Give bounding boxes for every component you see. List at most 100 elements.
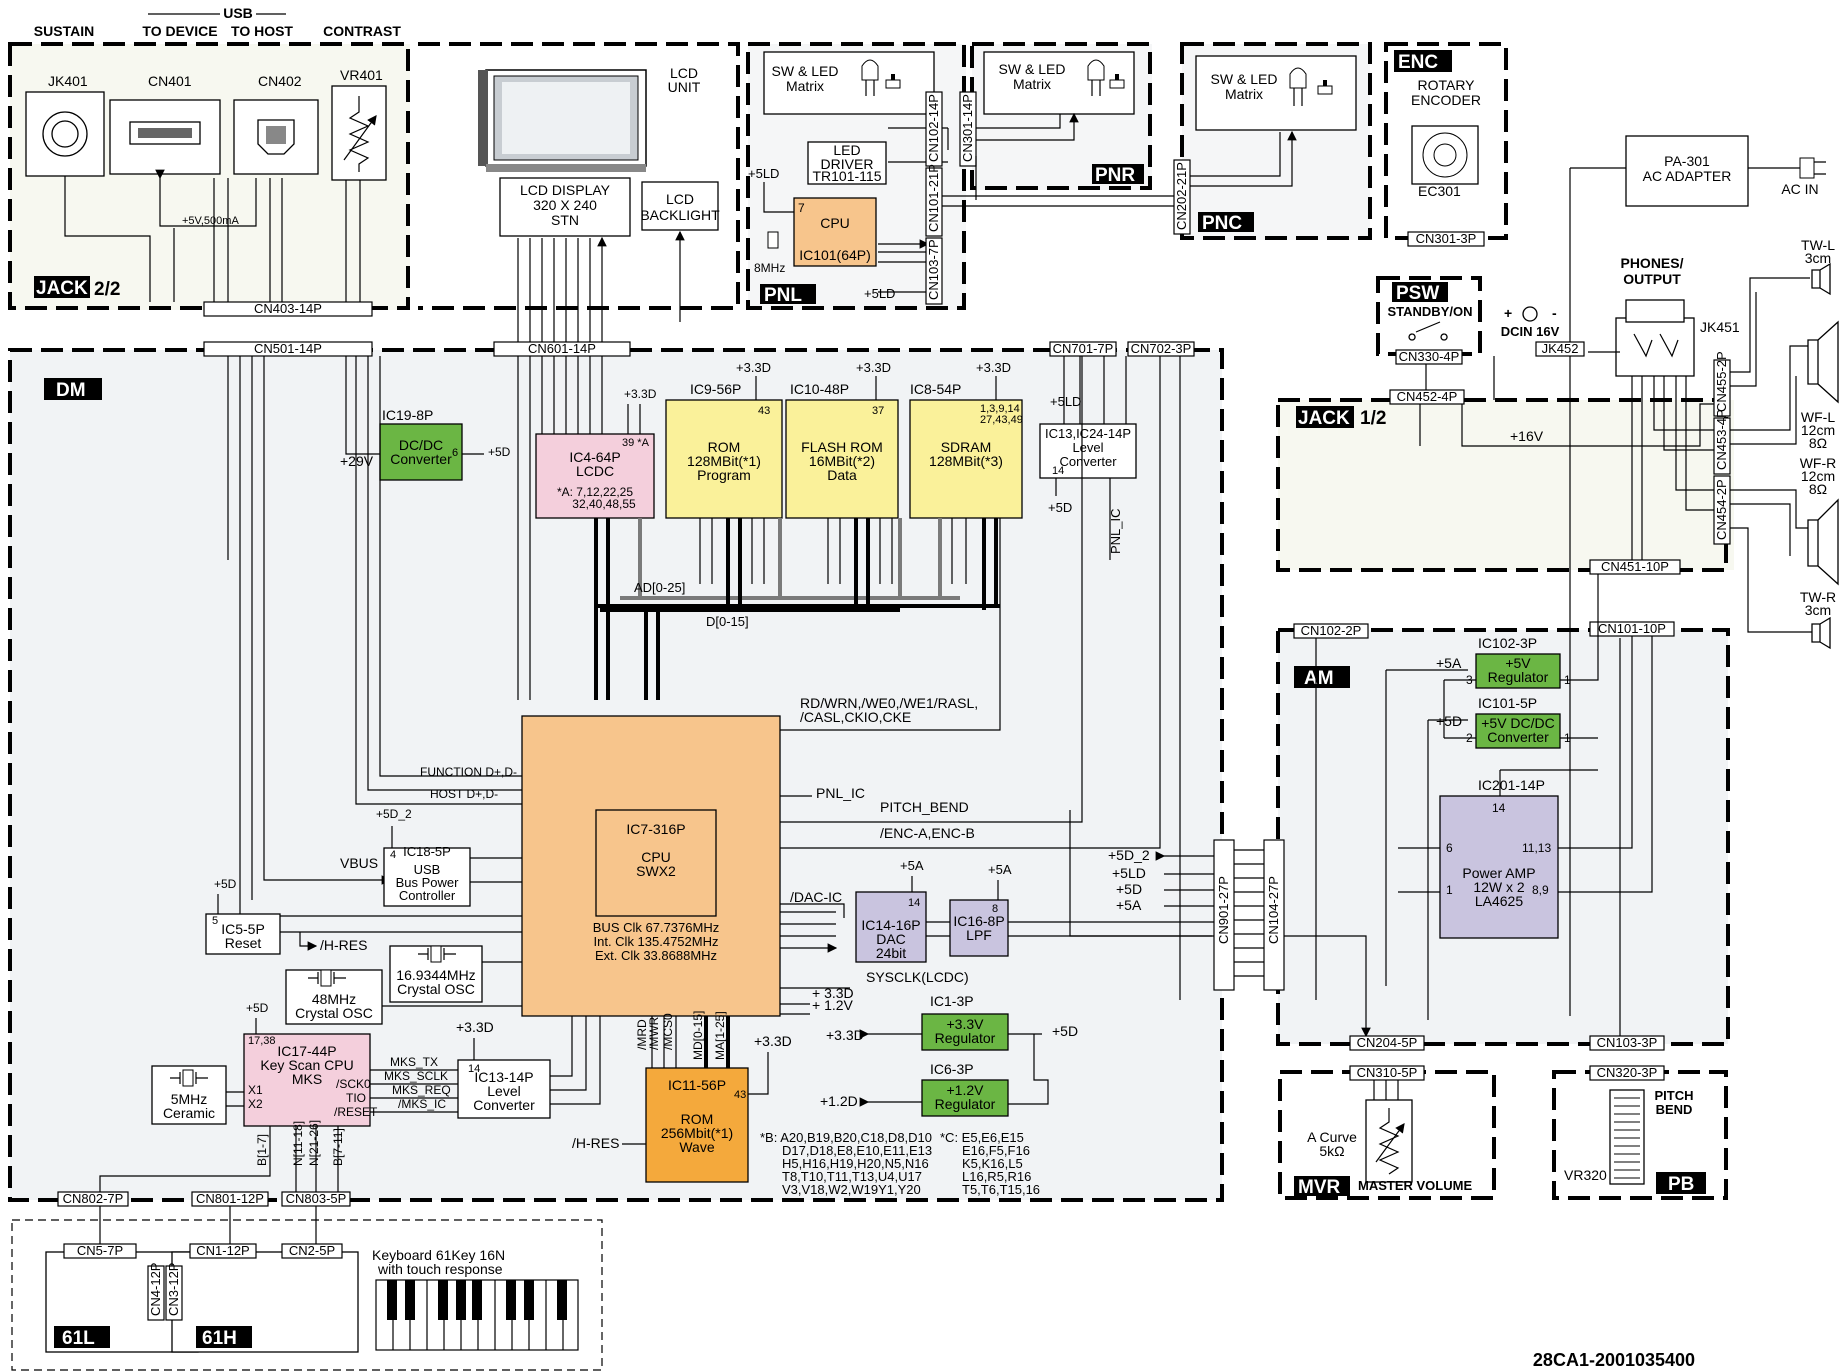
ic13a-p5ld: +5LD: [1050, 394, 1081, 409]
ic17-keyscan-box: [243, 1033, 371, 1127]
ic13-level-box: [457, 1059, 551, 1119]
ic5-reset-box: [205, 913, 281, 955]
enc-ec-label: EC301: [1418, 183, 1461, 199]
phones-label: PHONES/: [1620, 255, 1683, 271]
mks-req-label: MKS_REQ: [392, 1083, 451, 1097]
pb-tag-text: PB: [1668, 1174, 1694, 1195]
osc2-box: [285, 969, 383, 1025]
jack22-tag: [34, 276, 90, 298]
host-dp-label: HOST D+,D-: [430, 787, 498, 801]
cn802-label: CN802-7P: [63, 1191, 124, 1206]
enc-tag: [1394, 50, 1452, 72]
cn2-connector: [281, 1243, 343, 1259]
am-cn102-connector: [1293, 623, 1369, 639]
cn3-label: CN3-12P: [166, 1263, 181, 1316]
ic4-noteA: *A: 7,12,22,25: [557, 485, 633, 499]
cn101-connector: [925, 167, 943, 237]
backlight-label: LCD: [666, 191, 694, 207]
ic10-label: IC10-48P: [790, 381, 849, 397]
switch-icon: [1408, 321, 1448, 341]
ic11-hres: /H-RES: [572, 1135, 619, 1151]
ic10-flash-box: [785, 399, 899, 519]
pnl-pin7: 7: [798, 201, 805, 215]
cn501-connector: [203, 341, 373, 357]
to-host-label: TO HOST: [231, 23, 293, 39]
ic102-p5a: +5A: [1436, 655, 1462, 671]
cn103-label: CN103-7P: [926, 239, 941, 300]
jack22-sub: 2/2: [94, 279, 120, 300]
cn402-label: CN402: [258, 73, 302, 89]
dc-jack-icon: [1522, 306, 1538, 322]
lcd-display-label: LCD DISPLAY: [520, 182, 611, 198]
ic17-name2: MKS: [292, 1071, 322, 1087]
cn101-label: CN101-21P: [926, 164, 941, 232]
ic10-pin: 37: [872, 405, 884, 417]
ic5-p5d: +5D: [214, 877, 237, 891]
enc-tag-text: ENC: [1398, 52, 1438, 73]
cn403-connector: [203, 301, 373, 317]
n1118-label: N[11-18]: [291, 1121, 305, 1166]
jack12-tag: [1296, 406, 1354, 428]
cn2-label: CN2-5P: [289, 1243, 335, 1258]
note-b-line5: V3,V18,W2,W19Y1,Y20: [782, 1182, 921, 1197]
ic16-pin: 8: [992, 903, 998, 915]
ic7-label: IC7-316P: [626, 821, 685, 837]
rail-5d: +5D: [1116, 881, 1142, 897]
ic1-name2: Regulator: [935, 1030, 996, 1046]
mvr-cn310-connector: [1349, 1065, 1425, 1081]
ic7-int-clk: Int. Clk 135.4752MHz: [593, 934, 718, 949]
ic9-desc: Program: [697, 467, 751, 483]
potentiometer-icon: [348, 96, 370, 172]
mvr-ohm: 5kΩ: [1319, 1143, 1344, 1159]
ic11-label: IC11-56P: [668, 1077, 726, 1093]
pnl-cpu-label: CPU: [820, 215, 850, 231]
ic1-name: +3.3V: [947, 1016, 985, 1032]
ic201-name: Power AMP: [1462, 865, 1535, 881]
ic1-label: IC1-3P: [930, 993, 974, 1009]
address-bus: [620, 518, 960, 600]
pnl-tag: [760, 284, 816, 304]
ac-in-label: AC IN: [1781, 181, 1818, 197]
ic16-lpf-box: [949, 899, 1009, 957]
jk401-label: JK401: [48, 73, 88, 89]
sysclk-label: SYSCLK(LCDC): [866, 969, 969, 985]
rd-line-label: RD/WRN,/WE0,/WE1/RASL,: [800, 695, 978, 711]
to-device-label: TO DEVICE: [142, 23, 217, 39]
cn401-label: CN401: [148, 73, 192, 89]
ic8-size: 128MBit(*3): [929, 453, 1003, 469]
am-tag-text: AM: [1304, 668, 1334, 689]
osc2-name: Crystal OSC: [295, 1005, 373, 1021]
ic17-pin: 17,38: [248, 1035, 276, 1047]
cn102-label: CN102-14P: [926, 94, 941, 162]
jack12-border: [1276, 398, 1728, 572]
twr-size: 3cm: [1805, 602, 1831, 618]
b17-label: B[1-7]: [255, 1134, 269, 1166]
ic6-regulator-box: [921, 1079, 1009, 1117]
pb-cn320-connector: [1589, 1065, 1665, 1081]
ic4-name: LCDC: [576, 463, 614, 479]
mks-tx-label: MKS_TX: [390, 1055, 438, 1069]
cn4-connector: [147, 1265, 165, 1321]
jack22-tag-text: JACK: [36, 278, 88, 299]
cn701-connector: [1049, 341, 1117, 357]
ic18-name: USB: [414, 862, 441, 877]
ic102-regulator: [1475, 653, 1561, 689]
usb-power-label: +5V,500mA: [182, 215, 239, 227]
mvr-curve: A Curve: [1307, 1129, 1357, 1145]
pnl-swled-matrix: [763, 51, 935, 115]
phones-label2: OUTPUT: [1623, 271, 1681, 287]
jack12-p16: +16V: [1510, 428, 1544, 444]
ceramic-freq: 5MHz: [171, 1091, 208, 1107]
ic19-name: DC/DC: [399, 437, 443, 453]
cn330-label: CN330-4P: [1399, 349, 1460, 364]
ac-adapter-box: [1625, 135, 1749, 207]
twl-size: 3cm: [1805, 250, 1831, 266]
ic1-p5d: +5D: [1052, 1023, 1078, 1039]
ic17-label: IC17-44P: [277, 1043, 336, 1059]
ic13a-pin: 14: [1052, 465, 1064, 477]
rail-5a: +5A: [1116, 897, 1142, 913]
lcd-res-label: 320 X 240: [533, 197, 597, 213]
cn451-label: CN451-10P: [1601, 559, 1669, 574]
ic13a-name: Level: [1072, 440, 1103, 455]
ic4-pins: 39 *A: [622, 437, 650, 449]
